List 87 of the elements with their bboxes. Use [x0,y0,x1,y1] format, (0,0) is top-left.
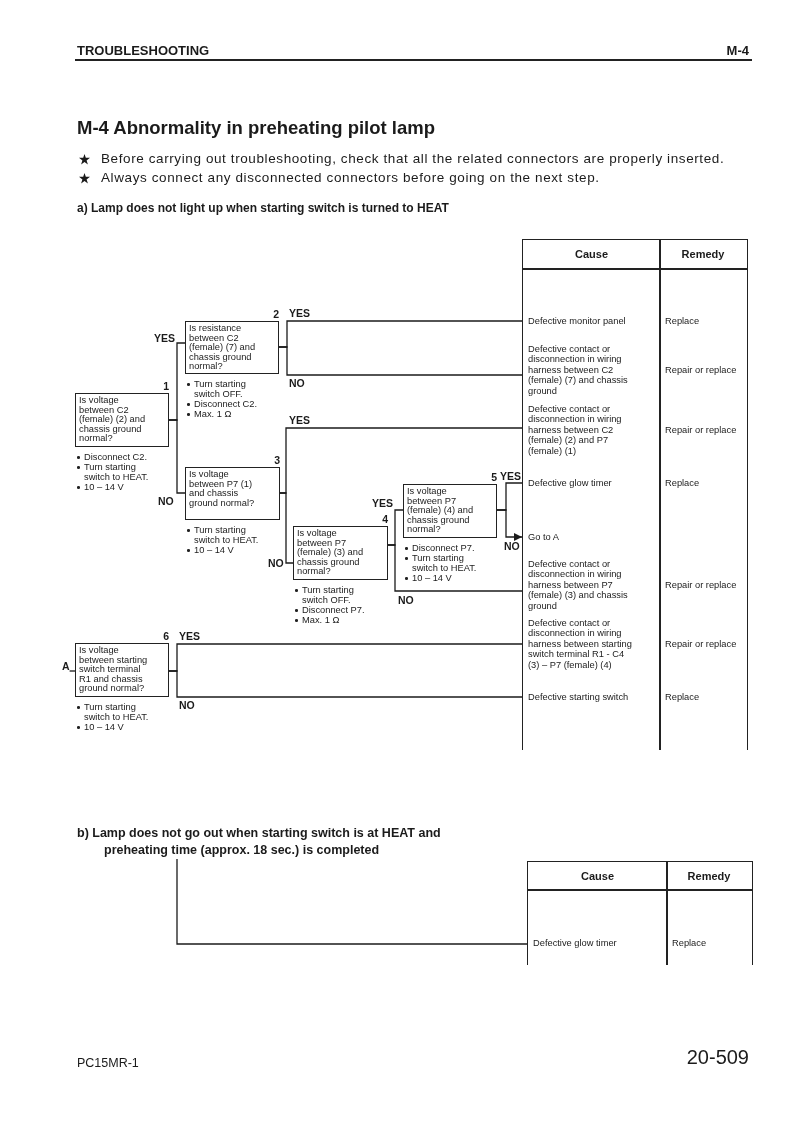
note-text: 10 – 14 V [76,482,156,492]
note-text: Turn starting switch to HEAT. [76,462,156,482]
question-text: Is voltage between starting switch terminal R1 and chassis ground normal? [79,646,149,694]
cause-text: Defective contact or disconnection in wiring harness between C2 (female) (7) and chassis ground [528,343,628,396]
note-text: Disconnect C2. [76,452,156,462]
cause-text: Defective glow timer [533,938,617,949]
connector-line [279,492,294,564]
connector-line [278,346,523,376]
decision-box [75,643,169,697]
column-header: Cause [581,869,614,882]
column-header: Remedy [681,248,725,260]
decision-box [293,526,388,580]
model-code: PC15MR-1 [77,1055,139,1072]
edge-label: YES [289,308,310,319]
decision-box [403,484,497,538]
remedy-text: Replace [665,691,700,702]
note-text: Max. 1 Ω [294,615,374,625]
section-heading: b) Lamp does not go out when starting switch is at HEAT and preheating time (approx. 18 sec.) is completed [77,826,441,857]
remedy-text: Repair or replace [665,579,737,590]
connector-line [68,670,76,672]
cause-text: Defective starting switch [528,691,629,702]
edge-label: YES [289,415,310,426]
remedy-text: Repair or replace [665,364,737,375]
connector-line [168,419,186,494]
column-header: Cause [575,248,608,260]
section-heading: a) Lamp does not light up when starting switch is turned to HEAT [77,200,449,217]
remedy-text: Replace [665,315,700,326]
decision-box [185,467,280,520]
remedy-text: Repair or replace [665,638,737,649]
question-text: Is voltage between P7 (female) (3) and chassis ground normal? [297,529,365,577]
step-number: 1 [163,381,169,392]
question-text: Is voltage between C2 (female) (2) and chassis ground normal? [79,396,147,444]
cause-text: Defective glow timer [528,477,612,488]
edge-label: NO [179,700,195,711]
cause-text: Defective contact or disconnection in wiring harness between P7 (female) (3) and chassis ground [528,558,628,611]
edge-label: YES [500,471,521,482]
edge-label: NO [504,541,520,552]
step-number: 2 [273,309,279,320]
remedy-text: Replace [672,938,707,949]
question-text: Is voltage between P7 (1) and chassis ground normal? [189,470,256,509]
question-text: Is voltage between P7 (female) (4) and chassis ground normal? [407,487,475,535]
note-text: Turn starting switch OFF. [186,379,266,399]
instruction-text: Always connect any disconnected connectors before going on the next step. [101,169,600,187]
note-text: Turn starting switch to HEAT. [76,702,156,722]
step-number: 5 [491,472,497,483]
note-text: Turn starting switch to HEAT. [186,525,266,545]
edge-label: YES [372,498,393,509]
decision-box [185,321,279,374]
edge-label: YES [154,333,175,344]
cause-remedy-table [527,861,753,965]
step-number: 4 [382,514,388,525]
note-text: 10 – 14 V [76,722,156,732]
note-text: Turn starting switch to HEAT. [404,553,492,573]
remedy-text: Repair or replace [665,424,737,435]
edge-label: NO [289,378,305,389]
edge-label: NO [158,496,174,507]
note-text: Disconnect P7. [404,543,492,553]
column-header: Remedy [687,869,731,882]
connector-line [387,544,523,592]
note-text: 10 – 14 V [186,545,266,555]
note-text: Max. 1 Ω [186,409,266,419]
edge-label: NO [398,595,414,606]
page-title: M-4 Abnormality in preheating pilot lamp [77,117,436,139]
step-number: 6 [163,631,169,642]
cause-text: Defective contact or disconnection in wiring harness between C2 (female) (2) and P7 (female) (1) [528,403,622,456]
question-text: Is resistance between C2 (female) (7) and chassis ground normal? [189,324,257,372]
connector-line [176,858,528,945]
cause-text: Defective contact or disconnection in wiring harness between starting switch terminal R1 - C4 (3) – P7 (female) (4) [528,617,632,670]
section-number: M-4 [726,42,749,60]
note-text: 10 – 14 V [404,573,492,583]
remedy-text: Replace [665,477,700,488]
edge-label: NO [268,558,284,569]
flow-arrow [496,509,523,541]
connector-line [168,670,523,698]
cause-text: Defective monitor panel [528,315,626,326]
page-header: TROUBLESHOOTING [77,42,210,60]
instruction-text: Before carrying out troubleshooting, check that all the related connectors are properly inserted. [101,150,725,168]
edge-label: YES [179,631,200,642]
note-text: Disconnect C2. [186,399,266,409]
page-number: 20-509 [686,1045,749,1070]
cause-remedy-table [522,239,748,750]
decision-box [75,393,169,447]
step-number: 3 [274,455,280,466]
entry-point-label: A [62,660,70,672]
note-text: Disconnect P7. [294,605,374,615]
note-text: Turn starting switch OFF. [294,585,374,605]
cause-text: Go to A [528,531,559,542]
